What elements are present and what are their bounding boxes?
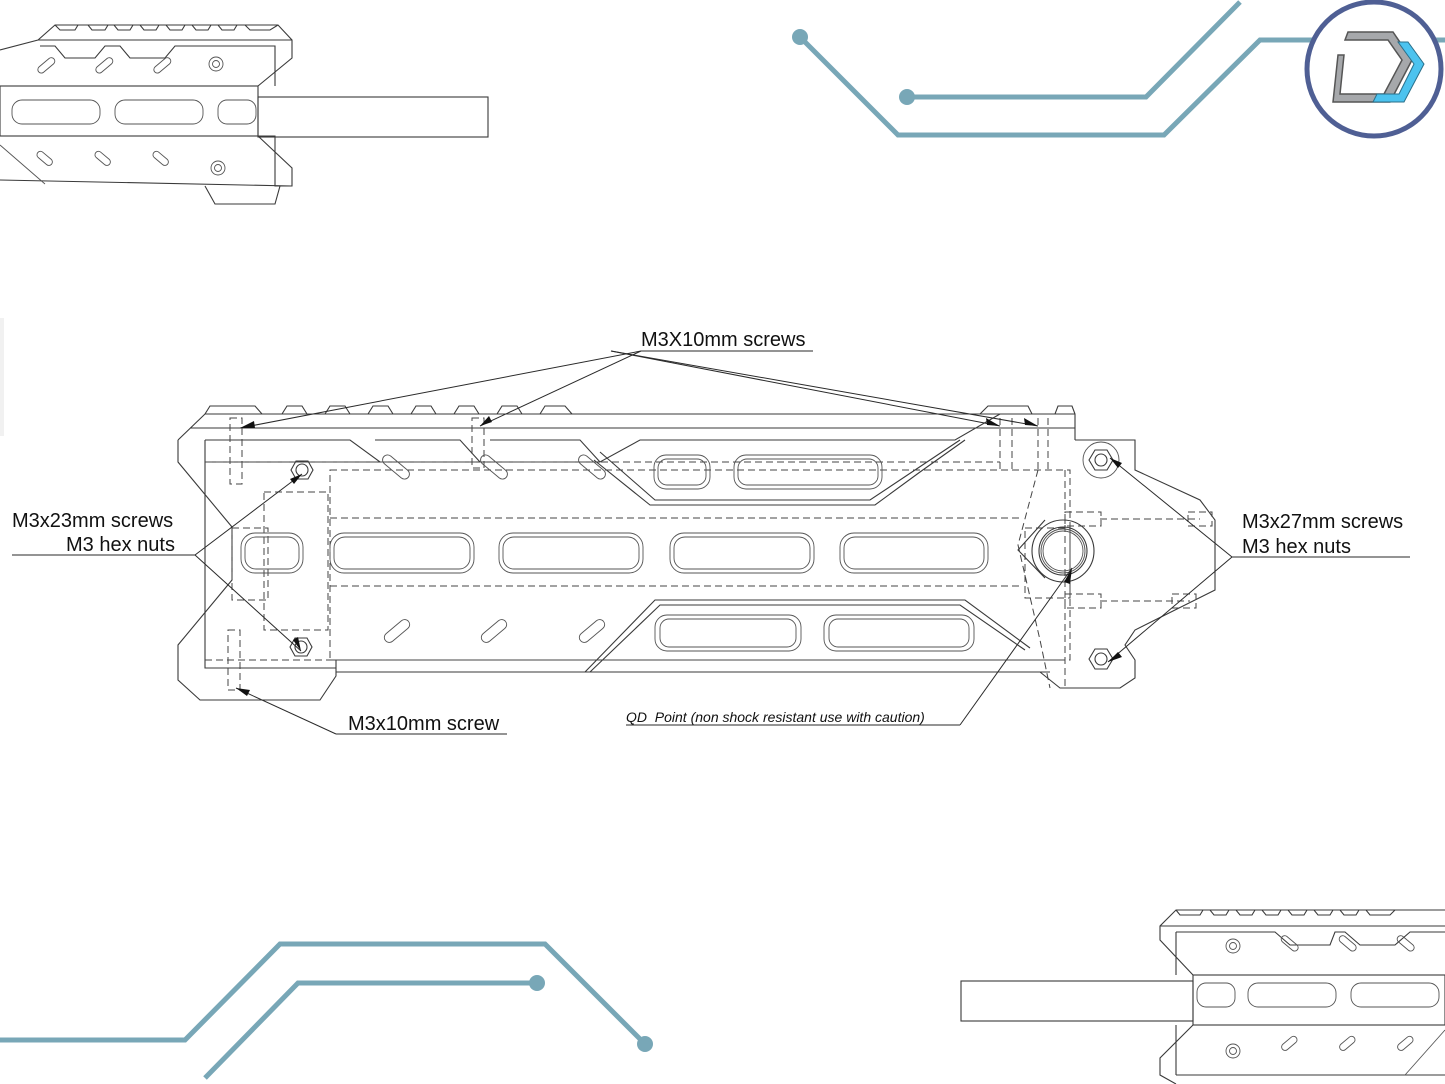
circuit-node xyxy=(637,1036,653,1052)
label-right-screws: M3x27mm screws xyxy=(1242,511,1403,533)
label-bottom-screw: M3x10mm screw xyxy=(348,713,500,735)
hex-nuts-left xyxy=(289,460,314,657)
mlok-slots xyxy=(240,454,989,652)
partial-view-bottom-right xyxy=(960,909,1445,1084)
hex-nuts-right xyxy=(1082,441,1120,670)
circuit-node xyxy=(792,29,808,45)
circuit-bottom xyxy=(0,941,653,1080)
circuit-trace-top-inner xyxy=(907,0,1242,100)
circuit-node xyxy=(899,89,915,105)
label-top-screws: M3X10mm screws xyxy=(641,329,805,351)
qd-point xyxy=(1017,519,1095,583)
callout-leaders xyxy=(12,350,1410,735)
label-left-nuts: M3 hex nuts xyxy=(66,534,175,556)
main-assembly xyxy=(177,405,1216,701)
left-edge-tab xyxy=(0,318,4,436)
partial-view-top-left xyxy=(0,24,489,205)
label-right-nuts: M3 hex nuts xyxy=(1242,536,1351,558)
circuit-node xyxy=(529,975,545,991)
label-left-screws: M3x23mm screws xyxy=(12,510,173,532)
circuit-trace-bottom-inner xyxy=(203,980,537,1080)
logo-letter-d-blue xyxy=(1372,41,1425,103)
circuit-trace-bottom-outer xyxy=(0,941,647,1046)
dd-logo xyxy=(1304,0,1444,139)
label-qd-point: QD Point (non shock resistant use with c… xyxy=(626,709,925,725)
